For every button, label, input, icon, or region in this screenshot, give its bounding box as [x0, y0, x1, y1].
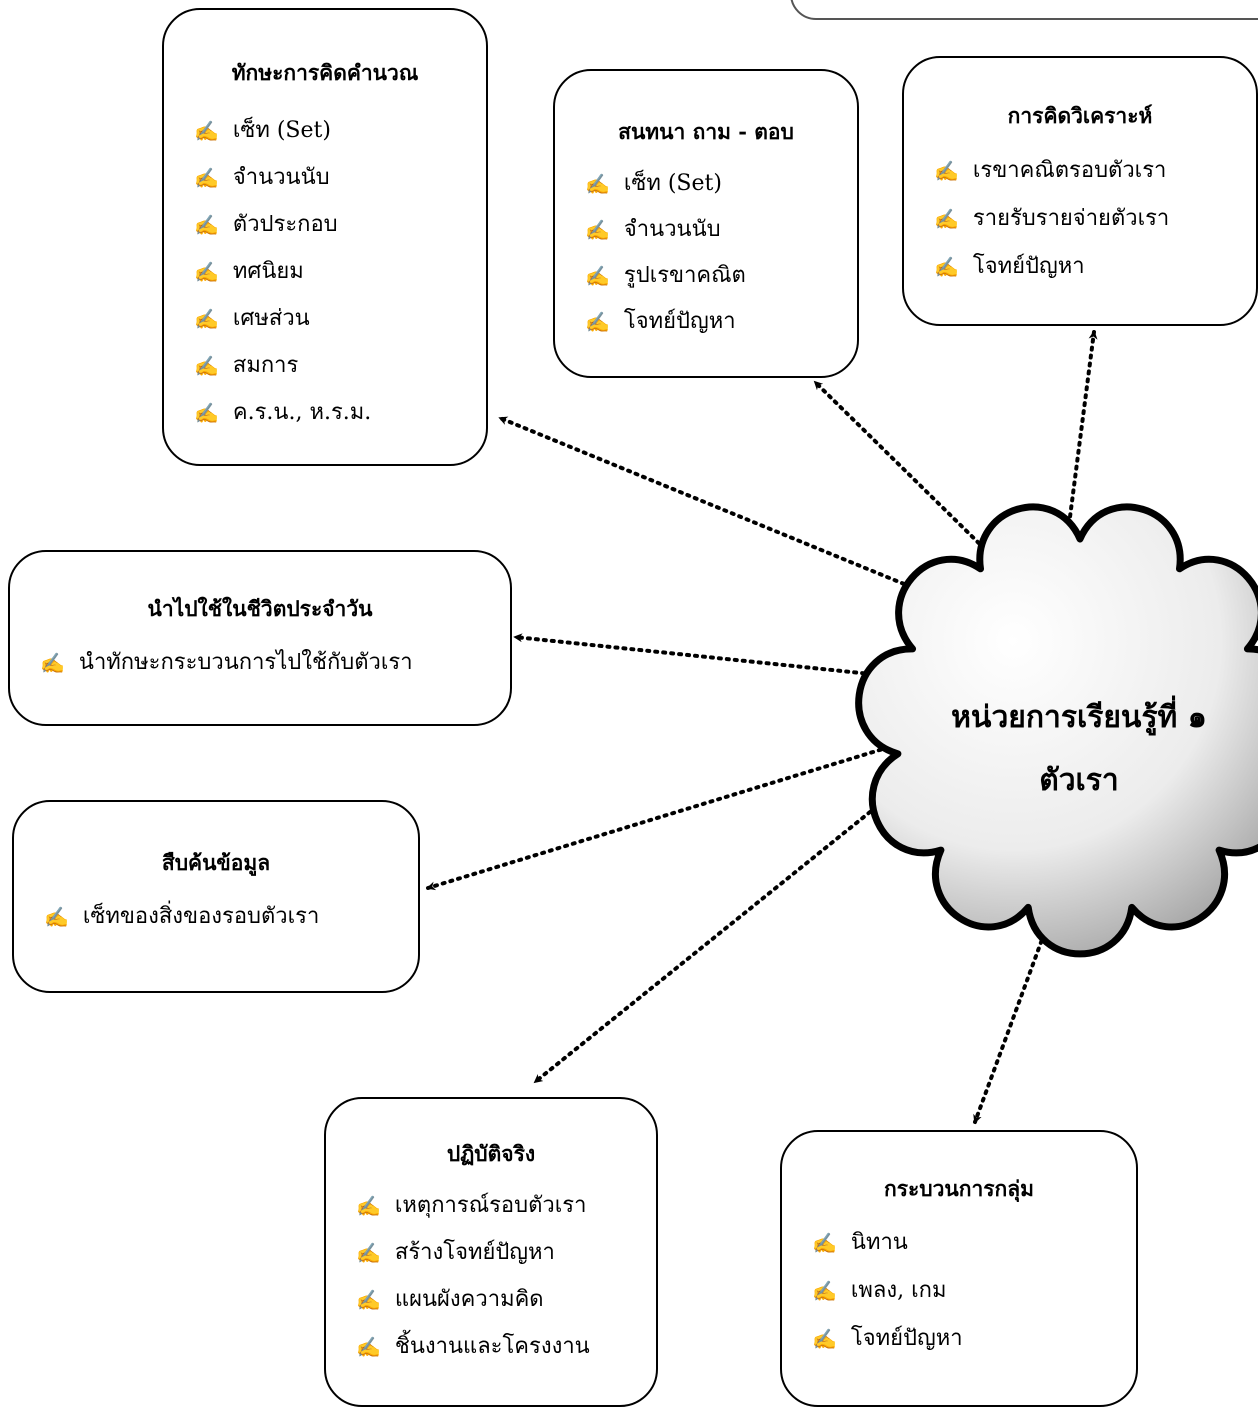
list-item: ✍ โจทย์ปัญหา: [812, 1328, 963, 1350]
center-cloud-shape: [855, 503, 1258, 958]
writing-hand-icon: ✍: [356, 1335, 381, 1359]
writing-hand-icon: ✍: [356, 1241, 381, 1265]
writing-hand-icon: ✍: [44, 905, 69, 929]
item-label: ทศนิยม: [232, 259, 304, 284]
node-title: การคิดวิเคราะห์: [1007, 103, 1153, 128]
node-daily-life: นำไปใช้ในชีวิตประจำวัน ✍ นำทักษะกระบวนการ…: [8, 550, 512, 726]
node-qa: สนทนา ถาม - ตอบ ✍ เซ็ท (Set) ✍ จำนวนนับ ✍ ร…: [553, 69, 859, 378]
list-item: ✍ เรขาคณิตรอบตัวเรา: [934, 160, 1166, 182]
item-label: ค.ร.น., ห.ร.ม.: [232, 400, 372, 425]
list-item: ✍ สร้างโจทย์ปัญหา: [356, 1242, 555, 1264]
link-to-daily-life: [513, 633, 882, 677]
node-practice: ปฏิบัติจริง ✍ เหตุการณ์รอบตัวเรา ✍ สร้างโจ…: [324, 1097, 658, 1407]
writing-hand-icon: ✍: [812, 1231, 837, 1255]
writing-hand-icon: ✍: [585, 218, 610, 242]
writing-hand-icon: ✍: [812, 1327, 837, 1351]
writing-hand-icon: ✍: [812, 1279, 837, 1303]
item-label: สร้างโจทย์ปัญหา: [394, 1240, 555, 1265]
item-label: รูปเรขาคณิต: [623, 263, 746, 288]
writing-hand-icon: ✍: [356, 1288, 381, 1312]
node-title: นำไปใช้ในชีวิตประจำวัน: [147, 596, 373, 621]
node-group-process: กระบวนการกลุ่ม ✍ นิทาน ✍ เพลง, เกม ✍ โจทย์ป…: [780, 1130, 1138, 1407]
item-label: รายรับรายจ่ายตัวเรา: [972, 206, 1170, 231]
link-to-group: [973, 924, 1049, 1124]
item-label: นำทักษะกระบวนการไปใช้กับตัวเรา: [78, 650, 413, 675]
link-to-qa: [813, 380, 998, 562]
list-item: ✍ ค.ร.น., ห.ร.ม.: [194, 402, 371, 424]
item-label: เพลง, เกม: [850, 1278, 947, 1303]
item-label: ชิ้นงานและโครงงาน: [394, 1334, 590, 1359]
node-title: ทักษะการคิดคำนวณ: [231, 60, 419, 85]
node-title: ปฏิบัติจริง: [446, 1141, 536, 1166]
link-to-thinking-skills: [498, 416, 928, 595]
center-topic-title: หน่วยการเรียนรู้ที่ ๑: [951, 700, 1207, 735]
list-item: ✍ รายรับรายจ่ายตัวเรา: [934, 208, 1169, 230]
list-item: ✍ เศษส่วน: [194, 308, 310, 330]
item-label: นิทาน: [850, 1230, 908, 1255]
writing-hand-icon: ✍: [934, 255, 959, 279]
item-label: ตัวประกอบ: [232, 212, 338, 237]
item-label: เซ็ท (Set): [232, 118, 331, 143]
writing-hand-icon: ✍: [585, 172, 610, 196]
link-to-research: [426, 743, 898, 891]
list-item: ✍ ชิ้นงานและโครงงาน: [356, 1336, 590, 1358]
writing-hand-icon: ✍: [585, 310, 610, 334]
writing-hand-icon: ✍: [194, 354, 219, 378]
list-item: ✍ นิทาน: [812, 1232, 908, 1254]
writing-hand-icon: ✍: [194, 401, 219, 425]
list-item: ✍ จำนวนนับ: [194, 167, 330, 189]
link-to-practice: [533, 810, 872, 1084]
list-item: ✍ รูปเรขาคณิต: [585, 265, 746, 287]
center-topic-subtitle: ตัวเรา: [1039, 763, 1119, 798]
node-research: สืบค้นข้อมูล ✍ เซ็ทของสิ่งของรอบตัวเรา: [12, 800, 420, 993]
item-label: เหตุการณ์รอบตัวเรา: [394, 1193, 587, 1218]
list-item: ✍ สมการ: [194, 355, 298, 377]
list-item: ✍ เพลง, เกม: [812, 1280, 946, 1302]
item-label: จำนวนนับ: [232, 165, 330, 190]
writing-hand-icon: ✍: [194, 260, 219, 284]
list-item: ✍ เซ็ทของสิ่งของรอบตัวเรา: [44, 906, 319, 928]
item-label: แผนผังความคิด: [394, 1287, 544, 1312]
list-item: ✍ นำทักษะกระบวนการไปใช้กับตัวเรา: [40, 652, 413, 674]
writing-hand-icon: ✍: [194, 119, 219, 143]
writing-hand-icon: ✍: [356, 1194, 381, 1218]
node-title: สนทนา ถาม - ตอบ: [618, 119, 794, 144]
list-item: ✍ เหตุการณ์รอบตัวเรา: [356, 1195, 586, 1217]
node-title: สืบค้นข้อมูล: [161, 850, 271, 875]
list-item: ✍ โจทย์ปัญหา: [585, 311, 736, 333]
writing-hand-icon: ✍: [194, 307, 219, 331]
item-label: เศษส่วน: [232, 306, 310, 331]
writing-hand-icon: ✍: [194, 213, 219, 237]
item-label: เรขาคณิตรอบตัวเรา: [972, 158, 1167, 183]
item-label: เซ็ทของสิ่งของรอบตัวเรา: [82, 904, 320, 929]
item-label: โจทย์ปัญหา: [972, 254, 1085, 279]
list-item: ✍ ทศนิยม: [194, 261, 304, 283]
list-item: ✍ แผนผังความคิด: [356, 1289, 544, 1311]
node-title: กระบวนการกลุ่ม: [884, 1176, 1034, 1201]
writing-hand-icon: ✍: [585, 264, 610, 288]
writing-hand-icon: ✍: [194, 166, 219, 190]
item-label: สมการ: [232, 353, 299, 378]
item-label: เซ็ท (Set): [623, 171, 722, 196]
node-thinking-skills: ทักษะการคิดคำนวณ ✍ เซ็ท (Set) ✍ จำนวนนับ ✍…: [162, 8, 488, 466]
item-label: จำนวนนับ: [623, 217, 721, 242]
link-to-analysis: [1065, 330, 1098, 542]
list-item: ✍ เซ็ท (Set): [194, 120, 331, 142]
item-label: โจทย์ปัญหา: [623, 309, 736, 334]
writing-hand-icon: ✍: [40, 651, 65, 675]
list-item: ✍ จำนวนนับ: [585, 219, 721, 241]
writing-hand-icon: ✍: [934, 207, 959, 231]
item-label: โจทย์ปัญหา: [850, 1326, 963, 1351]
writing-hand-icon: ✍: [934, 159, 959, 183]
list-item: ✍ เซ็ท (Set): [585, 173, 722, 195]
list-item: ✍ โจทย์ปัญหา: [934, 256, 1085, 278]
node-analysis: การคิดวิเคราะห์ ✍ เรขาคณิตรอบตัวเรา ✍ รายร…: [902, 56, 1258, 326]
list-item: ✍ ตัวประกอบ: [194, 214, 338, 236]
